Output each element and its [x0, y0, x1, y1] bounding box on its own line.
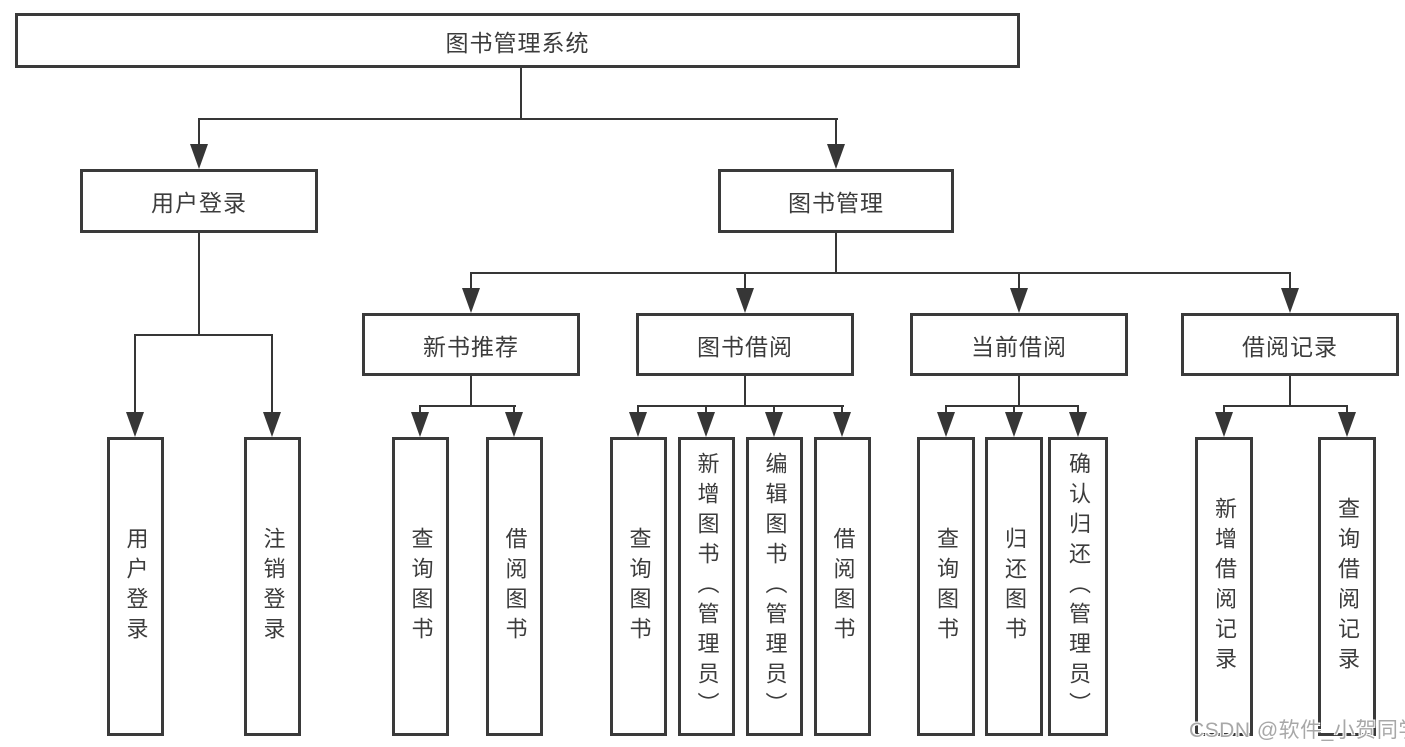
arrowhead-icon [1281, 288, 1299, 313]
node-user-login: 用户登录 [80, 169, 318, 233]
node-book-mgmt-label: 图书管理 [788, 190, 884, 216]
connector-login-stem [198, 233, 200, 336]
leaf-return-books: 归还图书 [985, 437, 1043, 736]
node-user-login-label: 用户登录 [151, 190, 247, 216]
connector-current-rail [945, 405, 1079, 407]
connector-newbook-stem [470, 376, 472, 407]
leaf-user-login: 用户登录 [107, 437, 164, 736]
connector-leaf-shaft [1223, 405, 1225, 415]
connector-root-stem [520, 68, 522, 120]
connector-records-rail [1223, 405, 1348, 407]
arrowhead-icon [462, 288, 480, 313]
leaf-query-books: 查询图书 [610, 437, 667, 736]
node-new-book-rec-label: 新书推荐 [423, 333, 519, 360]
connector-sec-shaft [744, 272, 746, 292]
arrowhead-icon [833, 412, 851, 437]
node-current-borrow: 当前借阅 [910, 313, 1128, 376]
leaf-label: 用户登录 [123, 526, 149, 647]
connector-level3-rail [470, 272, 1291, 274]
connector-leaf-shaft [945, 405, 947, 415]
connector-book-mgmt-shaft [835, 118, 837, 146]
leaf-add-books-admin: 新增图书（管理员） [678, 437, 735, 736]
leaf-label: 确认归还（管理员） [1066, 451, 1091, 722]
connector-newbook-rail [419, 405, 516, 407]
arrowhead-book-mgmt-icon [827, 144, 845, 169]
arrowhead-icon [1338, 412, 1356, 437]
connector-leaf-shaft [841, 405, 843, 415]
leaf-label: 查询图书 [408, 526, 434, 647]
node-book-borrow-label: 图书借阅 [697, 333, 793, 360]
arrowhead-icon [1069, 412, 1087, 437]
csdn-watermark: CSDN @软件_小贺同学 [1189, 719, 1405, 742]
leaf-borrow-books: 借阅图书 [814, 437, 871, 736]
connector-level2-rail [198, 118, 838, 120]
connector-records-stem [1289, 376, 1291, 407]
connector-leaf-shaft [419, 405, 421, 415]
connector-leaf-shaft [271, 334, 273, 414]
node-root: 图书管理系统 [15, 13, 1020, 68]
node-book-mgmt: 图书管理 [718, 169, 954, 233]
connector-login-rail [134, 334, 273, 336]
connector-leaf-shaft [1013, 405, 1015, 415]
connector-sec-shaft [470, 272, 472, 292]
arrowhead-icon [411, 412, 429, 437]
arrowhead-icon [697, 412, 715, 437]
connector-borrow-stem [744, 376, 746, 407]
node-borrow-records: 借阅记录 [1181, 313, 1399, 376]
connector-current-stem [1018, 376, 1020, 407]
connector-leaf-shaft [1346, 405, 1348, 415]
leaf-borrow-books: 借阅图书 [486, 437, 543, 736]
arrowhead-icon [1010, 288, 1028, 313]
leaf-label: 归还图书 [1002, 526, 1027, 647]
node-current-borrow-label: 当前借阅 [971, 333, 1067, 360]
connector-leaf-shaft [637, 405, 639, 415]
node-book-borrow: 图书借阅 [636, 313, 854, 376]
connector-user-login-shaft [198, 118, 200, 146]
connector-sec-shaft [1018, 272, 1020, 292]
arrowhead-icon [126, 412, 144, 437]
connector-leaf-shaft [705, 405, 707, 415]
connector-leaf-shaft [773, 405, 775, 415]
leaf-label: 查询借阅记录 [1335, 496, 1360, 677]
leaf-label: 借阅图书 [502, 526, 528, 647]
leaf-query-books: 查询图书 [917, 437, 975, 736]
connector-leaf-shaft [134, 334, 136, 414]
leaf-label: 新增图书（管理员） [694, 451, 720, 722]
leaf-label: 查询图书 [626, 526, 652, 647]
arrowhead-icon [1005, 412, 1023, 437]
leaf-label: 借阅图书 [830, 526, 856, 647]
leaf-label: 编辑图书（管理员） [762, 451, 788, 722]
leaf-label: 查询图书 [934, 526, 959, 647]
leaf-label: 新增借阅记录 [1212, 496, 1237, 677]
leaf-logout: 注销登录 [244, 437, 301, 736]
arrowhead-icon [1215, 412, 1233, 437]
connector-sec-shaft [1289, 272, 1291, 292]
arrowhead-icon [263, 412, 281, 437]
connector-borrow-rail [637, 405, 844, 407]
leaf-label: 注销登录 [260, 526, 286, 647]
leaf-confirm-return-admin: 确认归还（管理员） [1048, 437, 1108, 736]
leaf-edit-books-admin: 编辑图书（管理员） [746, 437, 803, 736]
arrowhead-icon [736, 288, 754, 313]
arrowhead-icon [937, 412, 955, 437]
connector-leaf-shaft [513, 405, 515, 415]
leaf-query-books: 查询图书 [392, 437, 449, 736]
leaf-query-borrow-record: 查询借阅记录 [1318, 437, 1376, 736]
node-root-label: 图书管理系统 [445, 29, 590, 56]
arrowhead-icon [765, 412, 783, 437]
arrowhead-icon [629, 412, 647, 437]
connector-leaf-shaft [1077, 405, 1079, 415]
leaf-add-borrow-record: 新增借阅记录 [1195, 437, 1253, 736]
node-new-book-rec: 新书推荐 [362, 313, 580, 376]
arrowhead-user-login-icon [190, 144, 208, 169]
node-borrow-records-label: 借阅记录 [1242, 333, 1338, 360]
arrowhead-icon [505, 412, 523, 437]
connector-mgmt-stem [835, 233, 837, 274]
